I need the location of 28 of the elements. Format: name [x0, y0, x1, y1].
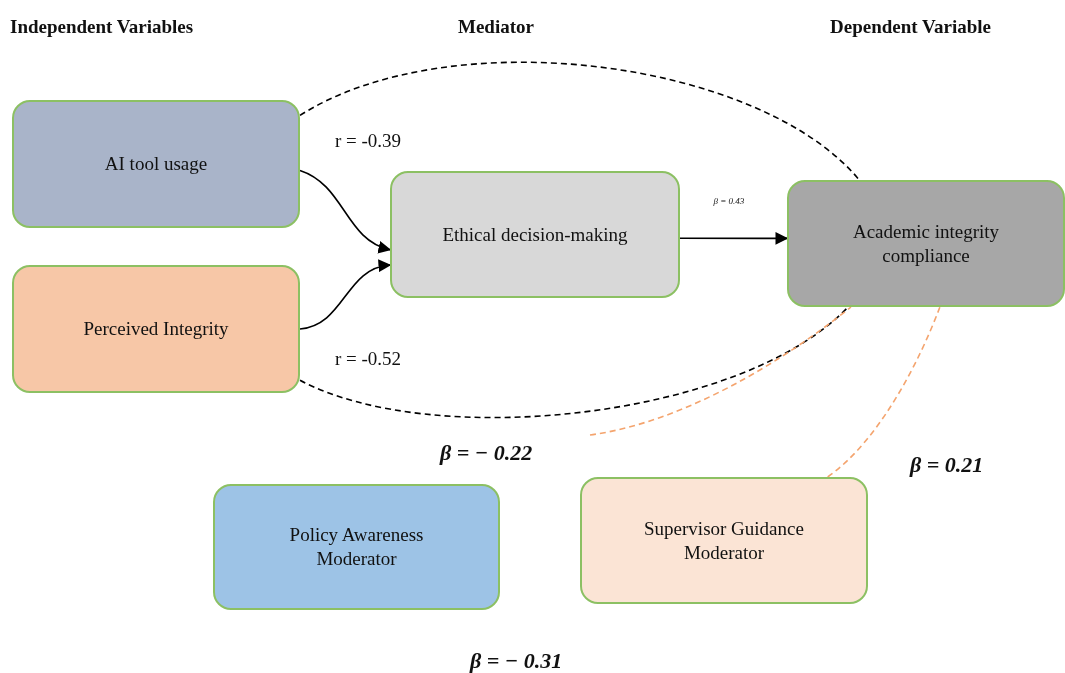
arrow — [299, 169, 392, 253]
heading: Independent Variables — [10, 16, 194, 38]
coefficient-label: β = − 0.31 — [470, 648, 563, 673]
dashed-connector — [589, 306, 852, 436]
heading: Mediator — [458, 16, 534, 38]
node-label: Academic integrity compliance — [851, 219, 1001, 268]
dashed-connector — [299, 306, 849, 419]
node-label: AI tool usage — [104, 152, 208, 176]
variable-box — [787, 180, 1065, 307]
dashed-connector — [826, 306, 941, 478]
arrow — [299, 260, 392, 330]
variable-box — [580, 477, 868, 604]
correlation-label: r = -0.52 — [335, 348, 402, 370]
edge-label: β = 0.43 — [713, 196, 745, 207]
coefficient-label: β = 0.21 — [910, 452, 984, 478]
coefficient-label: β = − 0.22 — [440, 440, 533, 466]
variable-box — [12, 100, 300, 228]
node-label: Supervisor Guidance Moderator — [643, 516, 805, 565]
arrow — [679, 232, 789, 245]
variable-box — [390, 171, 680, 298]
dashed-connector — [299, 61, 861, 181]
node-label: Policy Awareness Moderator — [288, 523, 425, 571]
node-label: Ethical decision-making — [442, 222, 628, 247]
variable-box — [12, 265, 300, 393]
heading: Dependent Variable — [830, 16, 991, 38]
variable-box — [213, 484, 500, 610]
node-label: Perceived Integrity — [83, 317, 229, 341]
correlation-label: r = -0.39 — [335, 130, 402, 152]
